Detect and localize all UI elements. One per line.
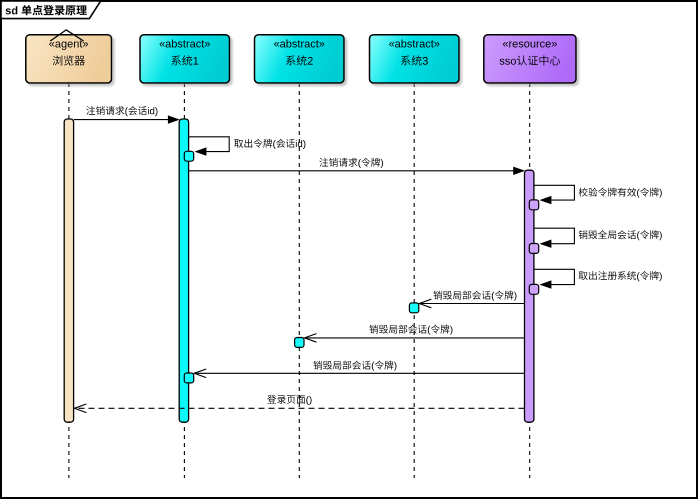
svg-text:«abstract»: «abstract» — [389, 39, 440, 51]
svg-text:«abstract»: «abstract» — [274, 39, 325, 51]
svg-text:«abstract»: «abstract» — [159, 39, 210, 51]
svg-text:«resource»: «resource» — [502, 39, 557, 51]
svg-text:«agent»: «agent» — [49, 39, 89, 51]
